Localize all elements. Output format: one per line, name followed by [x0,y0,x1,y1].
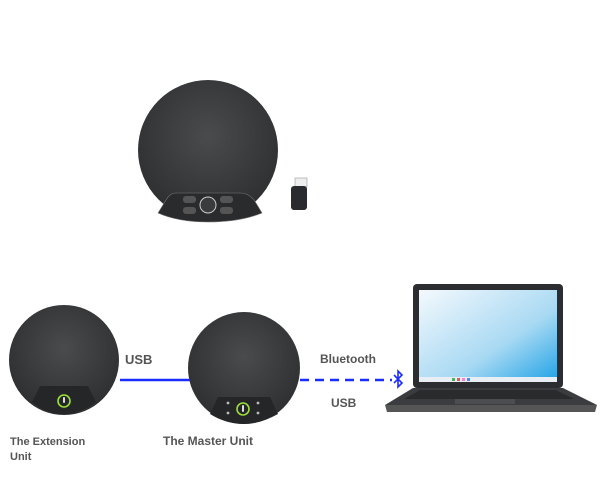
extension-unit-caption-line2: Unit [10,451,32,463]
mute-button-ring [57,394,71,408]
usb-link-label: USB [125,352,153,367]
bluetooth-icon [393,369,404,389]
laptop-screen [419,290,557,382]
extension-unit-caption-line1: The Extension [10,436,86,448]
extension-unit-caption: The Extension Unit [10,435,85,465]
master-unit [188,312,300,424]
extension-unit [9,305,119,415]
laptop [385,284,597,412]
usb-dongle [291,177,308,210]
mute-button-ring [236,402,250,416]
master-unit-caption: The Master Unit [163,434,254,448]
usb-laptop-label: USB [331,396,357,410]
bluetooth-link-label: Bluetooth [320,352,376,366]
speakerphone-product [138,80,278,223]
